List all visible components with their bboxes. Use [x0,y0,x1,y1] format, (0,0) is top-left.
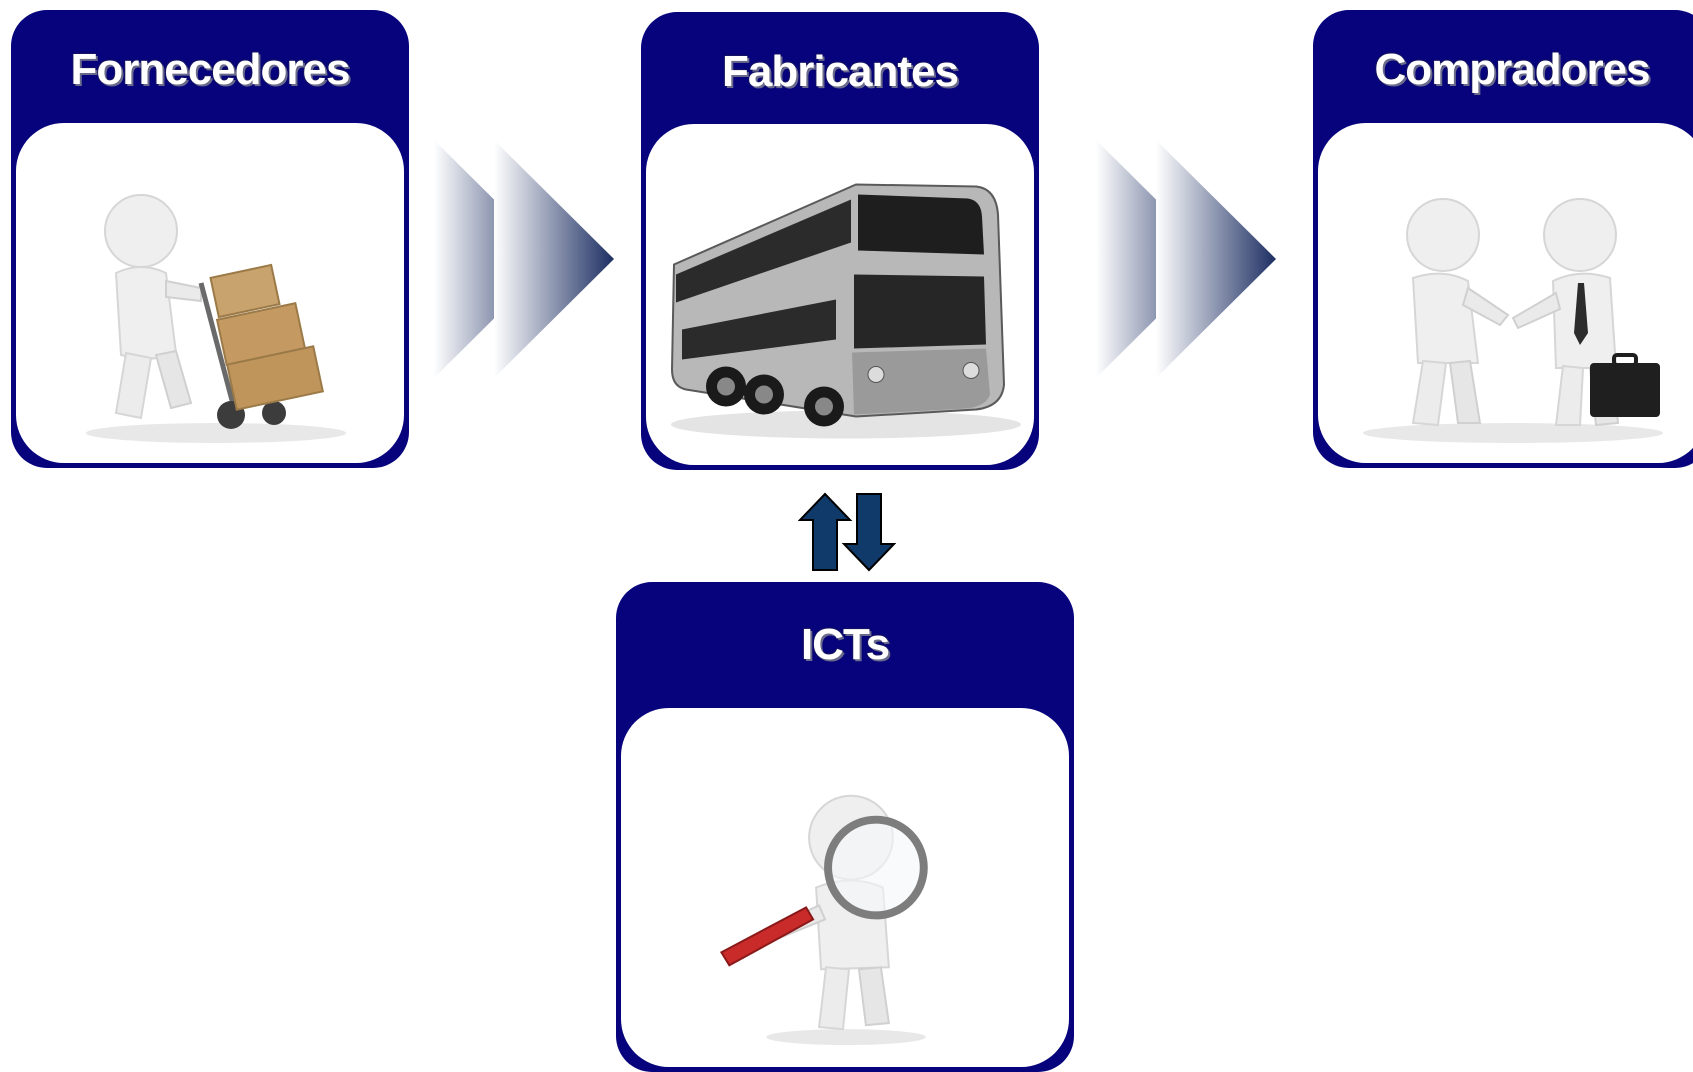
card-title-compradores: Compradores [1374,45,1650,94]
card-body-fabricantes [646,124,1034,465]
flow-arrow-fornecedores-to-fabricantes [434,140,614,378]
card-title-icts: ICTs [800,620,890,669]
card-body-fornecedores [16,123,404,463]
card-fabricantes: Fabricantes [641,12,1039,470]
two-people-handshake-icon [1363,198,1663,443]
card-body-icts [621,708,1069,1067]
card-icts: ICTs [616,582,1074,1072]
person-with-magnifying-glass-icon [719,794,928,1046]
bidirectional-arrow-icon [798,492,896,572]
card-fornecedores: Fornecedores [11,10,409,468]
person-with-hand-truck-boxes-icon [86,194,346,443]
card-title-fabricantes: Fabricantes [722,47,959,96]
card-title-fornecedores: Fornecedores [70,45,351,94]
flow-arrow-fabricantes-to-compradores [1096,140,1276,378]
card-body-compradores [1318,123,1693,463]
card-compradores: Compradores [1313,10,1693,468]
double-decker-bus-icon [670,183,1021,439]
